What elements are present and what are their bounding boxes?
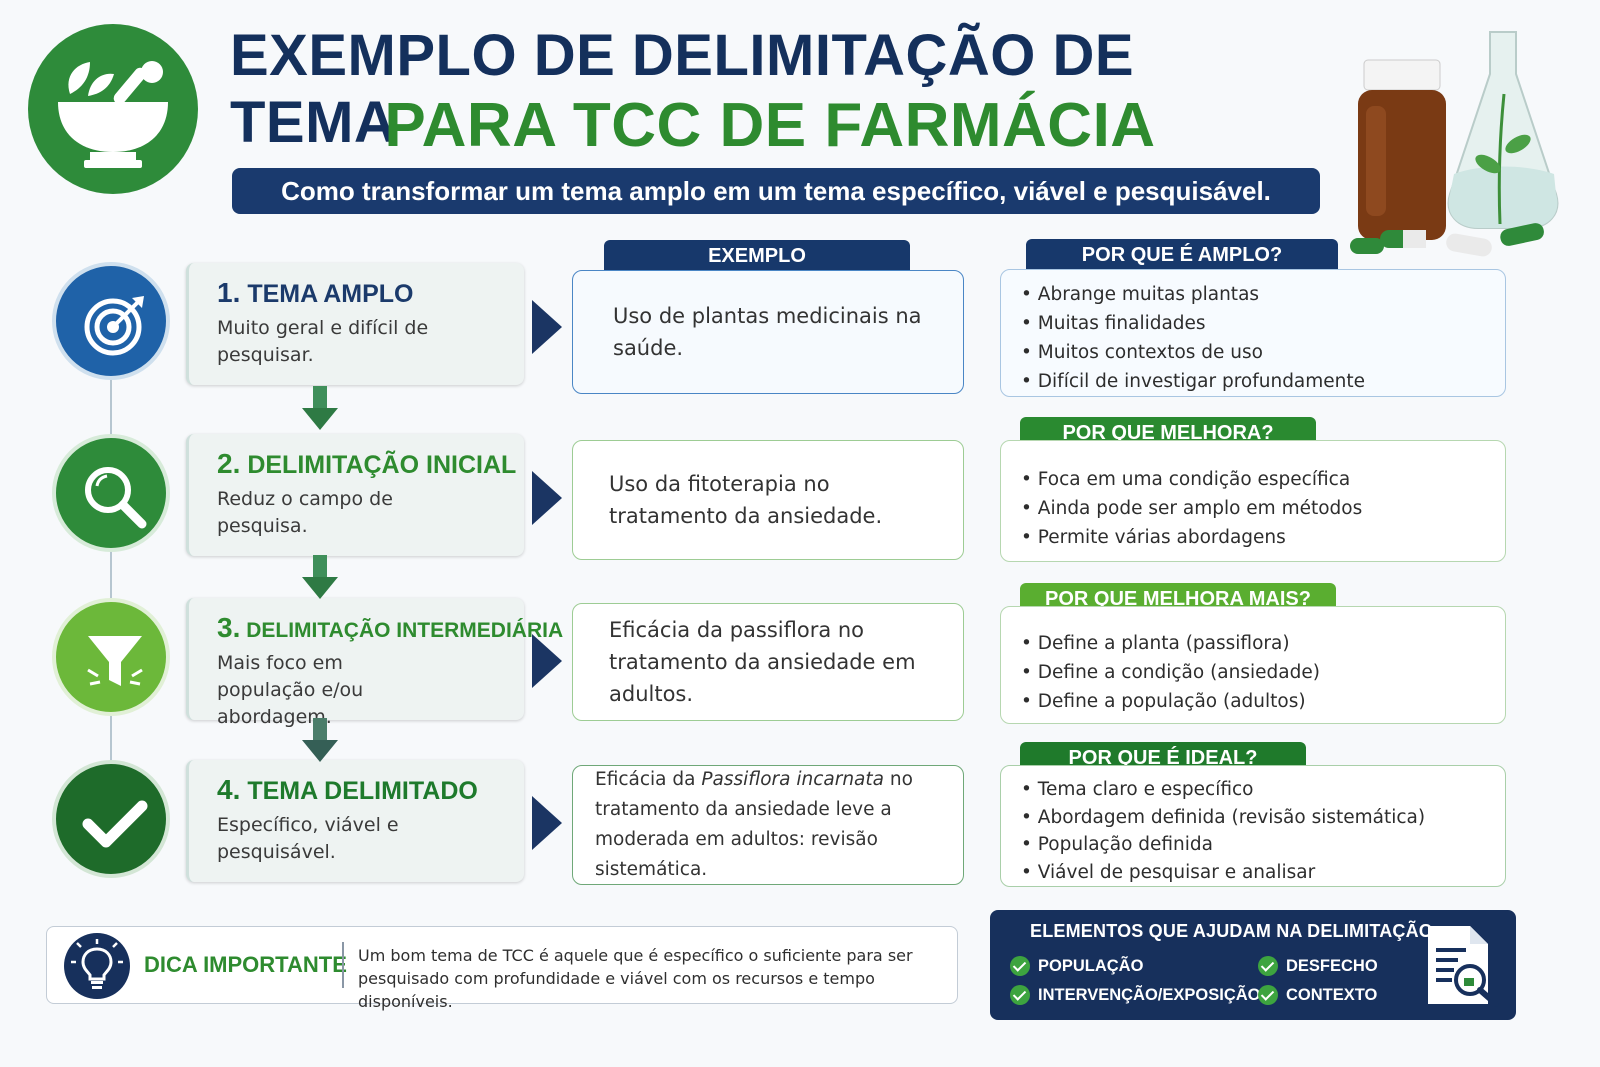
example-card-4: Eficácia da Passiflora incarnata no trat… <box>572 765 964 885</box>
check-icon <box>1010 956 1030 976</box>
check-icon <box>1010 985 1030 1005</box>
example-text-2: Uso da fitoterapia no tratamento da ansi… <box>609 472 883 528</box>
step4-icon-circle <box>52 760 170 878</box>
right-arrow-icon <box>532 634 562 688</box>
why-item: Define a população (adultos) <box>1021 687 1485 716</box>
tip-label: DICA IMPORTANTE <box>144 952 347 977</box>
element-item: DESFECHO <box>1258 956 1378 976</box>
example-text-3: Eficácia da passiflora no tratamento da … <box>609 618 916 706</box>
why-header-1: POR QUE É AMPLO? <box>1026 239 1338 271</box>
why-item: Define a condição (ansiedade) <box>1021 658 1485 687</box>
step2-title: 2. DELIMITAÇÃO INICIAL <box>217 448 517 479</box>
why-item: Define a planta (passiflora) <box>1021 629 1485 658</box>
step3-icon-circle <box>52 598 170 716</box>
step3-title: 3. DELIMITAÇÃO INTERMEDIÁRIA <box>217 612 564 643</box>
lightbulb-icon <box>64 933 130 999</box>
why-item: Tema claro e específico <box>1021 776 1485 804</box>
check-icon <box>1258 956 1278 976</box>
step1-icon-circle <box>52 262 170 380</box>
down-arrow-icon <box>302 555 338 599</box>
step4-card: 4. TEMA DELIMITADO Específico, viável e … <box>186 760 524 882</box>
step2-description: Reduz o campo de pesquisa. <box>217 488 393 537</box>
example-column-header: EXEMPLO <box>604 240 910 272</box>
why-box-2: Foca em uma condição específica Ainda po… <box>1000 440 1506 562</box>
right-arrow-icon <box>532 471 562 525</box>
why-box-4: Tema claro e específico Abordagem defini… <box>1000 765 1506 887</box>
example-card-1: Uso de plantas medicinais na saúde. <box>572 270 964 394</box>
element-item: CONTEXTO <box>1258 985 1377 1005</box>
step1-card: 1. TEMA AMPLO Muito geral e difícil de p… <box>186 263 524 385</box>
example-text-4: Eficácia da Passiflora incarnata no trat… <box>595 769 913 880</box>
funnel-icon <box>87 636 143 686</box>
step2-card: 2. DELIMITAÇÃO INICIAL Reduz o campo de … <box>186 434 524 556</box>
why-item: Foca em uma condição específica <box>1021 465 1485 494</box>
down-arrow-icon <box>302 718 338 762</box>
page-title-line2: PARA TCC DE FARMÁCIA <box>384 91 1156 160</box>
element-item: POPULAÇÃO <box>1010 956 1143 976</box>
right-arrow-icon <box>532 300 562 354</box>
down-arrow-icon <box>302 386 338 430</box>
step3-card: 3. DELIMITAÇÃO INTERMEDIÁRIA Mais foco e… <box>186 598 564 728</box>
step4-description: Específico, viável e pesquisável. <box>217 814 399 863</box>
mortar-pestle-icon <box>58 61 168 168</box>
page-title-line1: EXEMPLO DE DELIMITAÇÃO DE TEMA <box>230 23 1135 155</box>
why-item: Difícil de investigar profundamente <box>1021 367 1485 396</box>
why-item: Permite várias abordagens <box>1021 523 1485 552</box>
pharmacy-bottles-illustration <box>1350 31 1559 257</box>
step2-icon-circle <box>52 434 170 552</box>
step1-title: 1. TEMA AMPLO <box>217 277 414 308</box>
why-item: População definida <box>1021 831 1485 859</box>
why-item: Viável de pesquisar e analisar <box>1021 859 1485 887</box>
why-item: Muitas finalidades <box>1021 309 1485 338</box>
step3-description: Mais foco em população e/ou abordagem. <box>217 652 364 728</box>
tip-text: Um bom tema de TCC é aquele que é especí… <box>358 946 913 1011</box>
step1-description: Muito geral e difícil de pesquisar. <box>217 317 429 366</box>
why-item: Muitos contextos de uso <box>1021 338 1485 367</box>
why-box-1: Abrange muitas plantas Muitas finalidade… <box>1000 269 1506 397</box>
why-item: Abordagem definida (revisão sistemática) <box>1021 804 1485 832</box>
document-search-icon <box>1428 926 1499 1007</box>
why-item: Ainda pode ser amplo em métodos <box>1021 494 1485 523</box>
check-icon <box>1258 985 1278 1005</box>
tip-divider <box>342 942 344 988</box>
example-card-2: Uso da fitoterapia no tratamento da ansi… <box>572 440 964 560</box>
example-text-1: Uso de plantas medicinais na saúde. <box>613 304 922 360</box>
tip-box <box>46 926 958 1004</box>
elements-title: ELEMENTOS QUE AJUDAM NA DELIMITAÇÃO <box>1030 921 1434 941</box>
subtitle-banner: Como transformar um tema amplo em um tem… <box>232 168 1320 214</box>
element-item: INTERVENÇÃO/EXPOSIÇÃO <box>1010 985 1260 1005</box>
why-item: Abrange muitas plantas <box>1021 280 1485 309</box>
target-icon <box>84 296 144 356</box>
step4-title: 4. TEMA DELIMITADO <box>217 774 478 805</box>
mortar-pestle-logo <box>28 24 198 194</box>
example-card-3: Eficácia da passiflora no tratamento da … <box>572 603 964 721</box>
why-box-3: Define a planta (passiflora) Define a co… <box>1000 606 1506 724</box>
magnifier-icon <box>85 467 147 529</box>
right-arrow-icon <box>532 796 562 850</box>
checkmark-icon <box>82 800 148 848</box>
